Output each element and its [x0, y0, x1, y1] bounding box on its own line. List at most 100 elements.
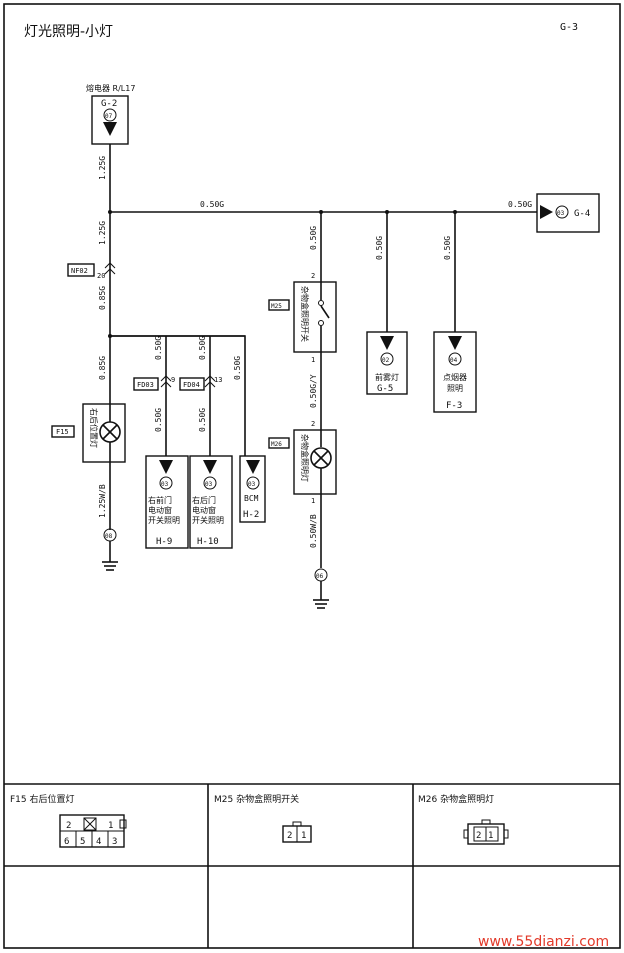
dest-headlamp-arrow-icon [380, 336, 394, 350]
lamp-pin-2: 2 [311, 420, 315, 428]
dest-bcm-pin-circle [246, 476, 260, 490]
dest-rr-door-pin: 03 [205, 481, 213, 488]
wire-label-branch2: 0.50G [198, 336, 207, 360]
dest-rf-door-ref: H-9 [156, 537, 172, 547]
dest-rr-door-label-1: 右后门 [192, 495, 216, 505]
watermark: www.55dianzi.com [478, 934, 609, 950]
f15-pin-t0: 2 [66, 821, 71, 831]
ground-icon [102, 541, 118, 571]
ground-icon [313, 581, 329, 609]
m26-label: M26 [271, 441, 282, 448]
glovebox-switch-box [293, 281, 337, 353]
f15-tag [51, 425, 75, 438]
wire-label-main-low2: 0.85G [98, 356, 107, 380]
source-ref: G-2 [101, 99, 117, 109]
m25-tag [268, 299, 290, 311]
wire-label-drop2: 0.50G [375, 236, 384, 260]
switch-contact-icon [318, 300, 324, 306]
dest-bcm-ref: H-2 [243, 510, 259, 520]
wire-label-switch-out: 0.50G/Y [309, 374, 318, 408]
nf02-tag [67, 263, 95, 277]
dest-rr-door-label-2: 电动窗 [192, 505, 216, 515]
connector-nf02-icon [104, 262, 116, 275]
dest-lighter-label-2: 照明 [447, 384, 463, 393]
m25-label: M25 [271, 303, 282, 310]
dest-headlamp-pin-circle [380, 352, 394, 366]
dest-rf-door-label-2: 电动窗 [148, 505, 172, 515]
page-frame [3, 3, 621, 949]
dest-g4-pin: 03 [557, 210, 565, 217]
dest-lighter-pin: 04 [450, 357, 458, 364]
branch-wire-bcm [110, 335, 246, 470]
dest-lighter-arrow-icon [448, 336, 462, 350]
f15-connector-face-icon [59, 814, 127, 848]
wire-label-branch2b: 0.50G [198, 408, 207, 432]
legend-m26-title: M26 杂物盒照明灯 [418, 793, 494, 805]
page-title: 灯光照明-小灯 [24, 24, 113, 40]
wire-label-main-top: 1.25G [98, 156, 107, 180]
wire-label-branch1: 0.50G [154, 336, 163, 360]
m26-connector-face-icon [463, 819, 509, 845]
dest-rr-door-label-3: 开关照明 [192, 515, 224, 525]
switch-pin-2: 2 [311, 272, 315, 280]
glovebox-switch-label: 杂物盒照明开关 [300, 286, 310, 342]
source-pin-circle [103, 108, 117, 122]
nf02-pin: 20 [97, 272, 105, 280]
wire-label-main-low: 0.85G [98, 286, 107, 310]
dest-rf-door-arrow-icon [159, 460, 173, 474]
glovebox-lamp-box [293, 429, 337, 495]
dest-rr-door-arrow-icon [203, 460, 217, 474]
m26-pin-0: 2 [476, 831, 481, 841]
switch-blade-icon [320, 305, 330, 319]
fd03-tag [133, 377, 159, 391]
switch-pin-1: 1 [311, 356, 315, 364]
dest-headlamp-label: 前雾灯 [375, 372, 399, 382]
rear-lamp-box [82, 403, 126, 463]
f15-label: F15 [56, 428, 69, 436]
dest-lighter-pin-circle [448, 352, 462, 366]
dest-rr-door-pin-circle [203, 476, 217, 490]
dest-rr-door-ref: H-10 [197, 537, 219, 547]
legend-m25-title: M25 杂物盒照明开关 [214, 793, 299, 805]
dest-g4-arrow-icon [540, 205, 553, 219]
fd04-label: FD04 [183, 381, 200, 389]
wire-label-branch3: 0.50G [233, 356, 242, 380]
f15-pin-b1: 5 [80, 837, 85, 847]
junction-dot [108, 210, 112, 214]
connector-fd03-icon [160, 375, 172, 388]
f15-pin-b3: 3 [112, 837, 117, 847]
dest-rf-door-label-3: 开关照明 [148, 515, 180, 525]
dest-lighter-label-1: 点烟器 [443, 373, 467, 382]
source-label: 熔电器 R/L17 [86, 83, 135, 93]
legend-f15-title: F15 右后位置灯 [10, 793, 75, 805]
source-pin: 07 [105, 113, 113, 120]
lamp-pin-1: 1 [311, 497, 315, 505]
dest-rf-door-pin: 03 [161, 481, 169, 488]
wire-label-main-mid: 1.25G [98, 221, 107, 245]
wire-label-branch1b: 0.50G [154, 408, 163, 432]
dest-bcm-arrow-icon [246, 460, 260, 474]
dest-rf-door-pin-circle [159, 476, 173, 490]
fd04-pin: 13 [214, 376, 222, 384]
wire-label-drop3: 0.50G [443, 236, 452, 260]
ground-g2-label: 06 [316, 573, 324, 580]
dest-headlamp-pin: 02 [382, 357, 390, 364]
fd04-tag [179, 377, 205, 391]
m26-pin-1: 1 [488, 831, 493, 841]
wire-label-drop1: 0.50G [309, 226, 318, 250]
wire-label-lamp-r-out: 1.25W/B [98, 484, 107, 518]
wire-label-lamp-out: 0.50W/B [309, 514, 318, 548]
nf02-label: NF02 [71, 267, 88, 275]
dest-g4-pin-circle [555, 205, 569, 219]
ground-g1-label: 08 [105, 533, 113, 540]
glovebox-lamp-label: 杂物盒照明灯 [300, 434, 310, 482]
m25-connector-face-icon [282, 821, 312, 843]
rear-lamp-label: 右后位置灯 [89, 408, 99, 448]
dest-bcm-pin: 03 [248, 481, 256, 488]
f15-pin-b2: 4 [96, 837, 101, 847]
fd03-pin: 9 [171, 376, 175, 384]
dest-rf-door-label-1: 右前门 [148, 495, 172, 505]
switch-contact-icon [318, 320, 324, 326]
dest-rr-door-box [189, 455, 233, 549]
